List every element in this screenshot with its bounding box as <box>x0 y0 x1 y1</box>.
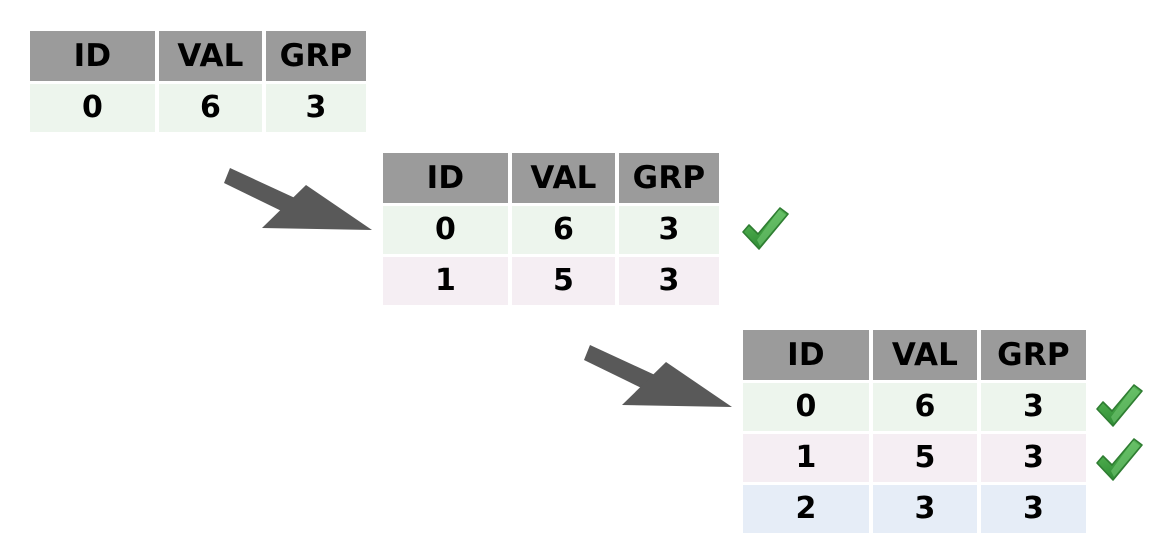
table-cell-val: 3 <box>873 485 977 533</box>
table-cell-grp: 3 <box>981 434 1086 482</box>
arrow-step1-to-step2 <box>224 168 372 230</box>
checkmark-icon <box>1096 384 1143 427</box>
table-cell-grp: 3 <box>266 84 366 132</box>
column-header-grp: GRP <box>619 153 719 203</box>
table-cell-val: 6 <box>512 206 615 254</box>
table-step-1: ID VAL GRP 0 6 3 <box>30 31 366 132</box>
table-cell-grp: 3 <box>981 485 1086 533</box>
checkmark-icon <box>1096 438 1143 481</box>
column-header-grp: GRP <box>266 31 366 81</box>
column-header-id: ID <box>383 153 508 203</box>
table-cell-grp: 3 <box>981 383 1086 431</box>
table-cell-id: 2 <box>743 485 869 533</box>
table-cell-grp: 3 <box>619 206 719 254</box>
table-cell-val: 5 <box>873 434 977 482</box>
table-cell-id: 1 <box>383 257 508 305</box>
column-header-val: VAL <box>873 330 977 380</box>
table-cell-id: 0 <box>30 84 155 132</box>
table-cell-grp: 3 <box>619 257 719 305</box>
table-cell-id: 1 <box>743 434 869 482</box>
column-header-val: VAL <box>512 153 615 203</box>
table-step-3: ID VAL GRP 0 6 3 1 5 3 2 3 3 <box>743 330 1086 533</box>
table-step-2: ID VAL GRP 0 6 3 1 5 3 <box>383 153 719 305</box>
arrow-step2-to-step3 <box>584 345 732 407</box>
table-cell-val: 6 <box>159 84 262 132</box>
column-header-val: VAL <box>159 31 262 81</box>
table-cell-val: 5 <box>512 257 615 305</box>
table-cell-id: 0 <box>383 206 508 254</box>
column-header-id: ID <box>743 330 869 380</box>
table-cell-id: 0 <box>743 383 869 431</box>
column-header-grp: GRP <box>981 330 1086 380</box>
checkmark-icon <box>742 207 789 250</box>
column-header-id: ID <box>30 31 155 81</box>
table-cell-val: 6 <box>873 383 977 431</box>
